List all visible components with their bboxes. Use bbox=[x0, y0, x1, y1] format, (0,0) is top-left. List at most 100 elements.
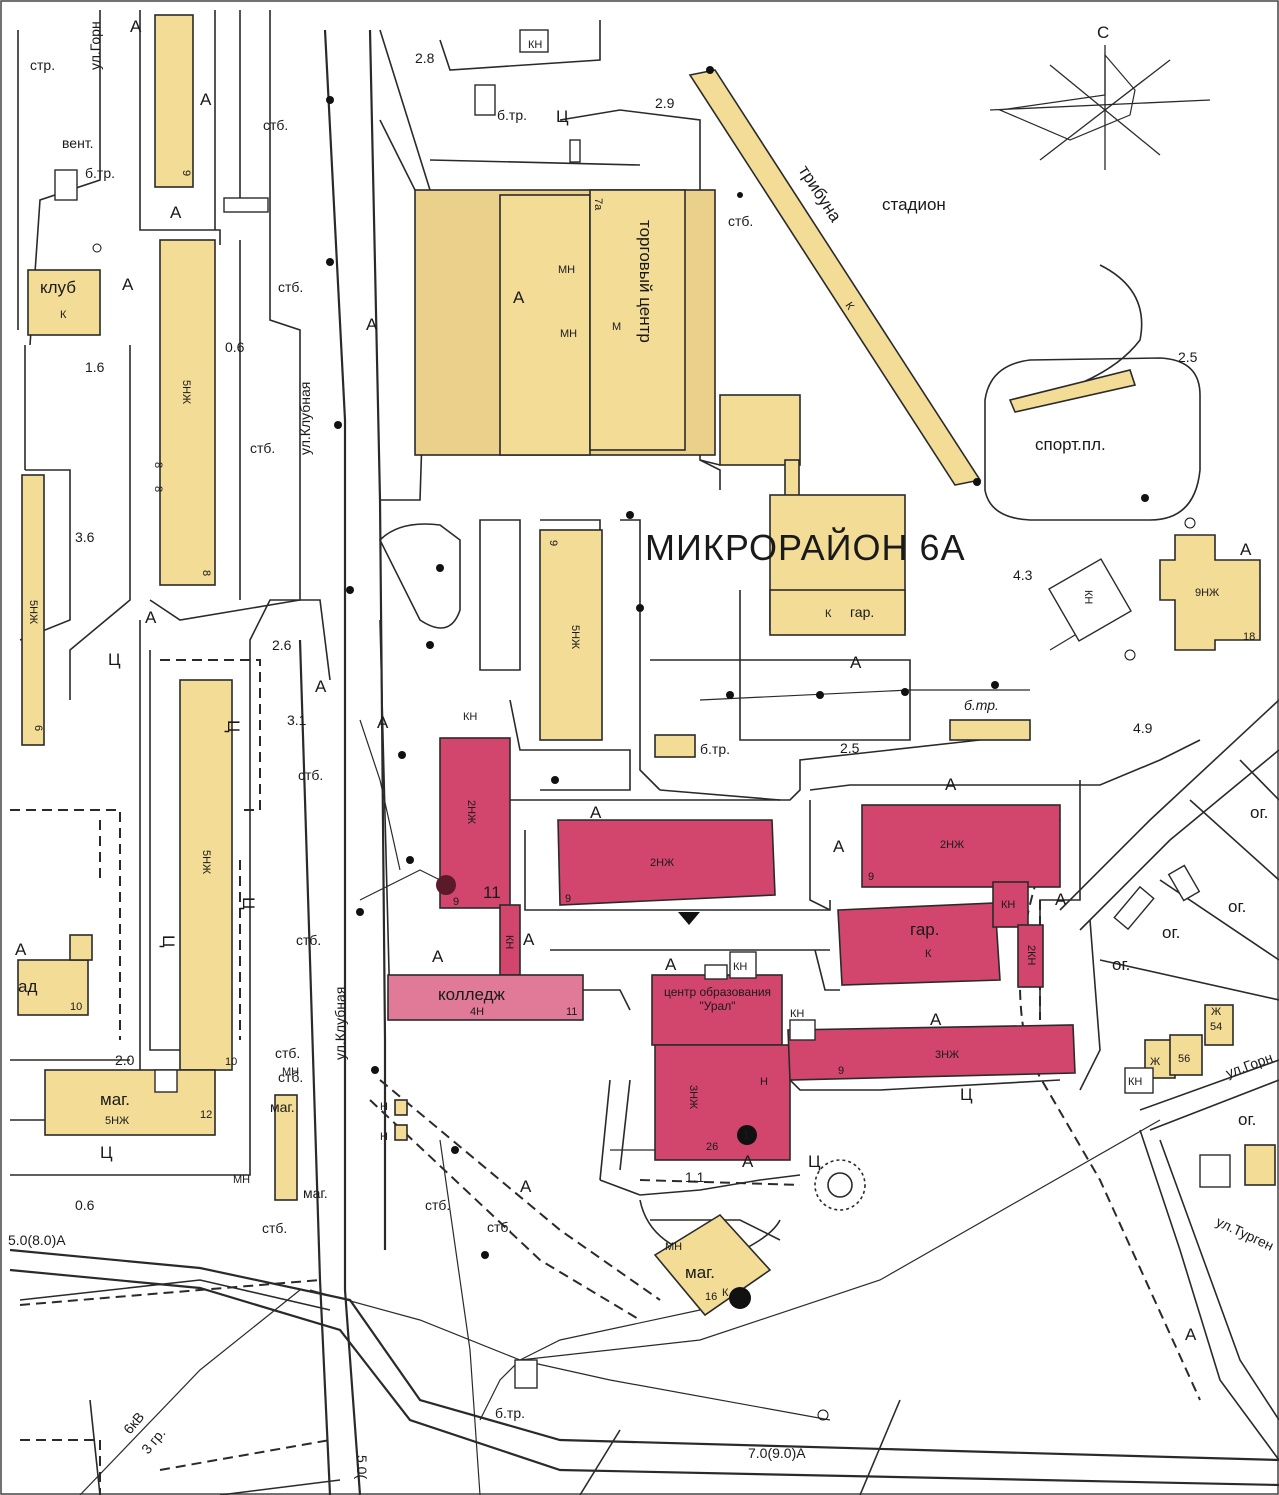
building-5nzh-long bbox=[179, 679, 233, 1071]
building-college bbox=[387, 974, 584, 1021]
og-label: ог. bbox=[1162, 923, 1180, 942]
b5nzh-mid-6: 6 bbox=[32, 725, 44, 731]
sad-label: ад bbox=[18, 977, 37, 996]
lamp-dot bbox=[326, 258, 334, 266]
lamp-dot bbox=[901, 688, 909, 696]
kn-44: КН bbox=[1128, 1076, 1142, 1088]
structure-corner bbox=[154, 1069, 178, 1093]
btr-left: б.тр. bbox=[85, 165, 115, 181]
north-label: С bbox=[1097, 23, 1109, 42]
building-5nzh-top bbox=[159, 239, 216, 586]
a-label: А bbox=[930, 1010, 942, 1029]
structure-btr-left bbox=[54, 169, 78, 201]
kiosk-1 bbox=[394, 1099, 408, 1116]
a-label: А bbox=[1055, 890, 1067, 909]
elev-29: 2.9 bbox=[655, 95, 675, 111]
ts-label: Ц bbox=[960, 1085, 973, 1104]
stb-label: стб. bbox=[298, 767, 323, 783]
elev-31: 3.1 bbox=[287, 712, 307, 728]
b5nzh-top-8b: 8 bbox=[152, 486, 164, 492]
b2nzh-right-9: 9 bbox=[868, 871, 874, 883]
kn-label: КН bbox=[463, 711, 477, 723]
district-title: МИКРОРАЙОН 6А bbox=[645, 526, 966, 568]
pole-dot bbox=[1141, 494, 1149, 502]
str-label: стр. bbox=[30, 57, 55, 73]
structure-kn-center bbox=[729, 951, 757, 979]
building-trade-inner bbox=[499, 194, 591, 456]
sport-label: спорт.пл. bbox=[1035, 435, 1106, 454]
mn-label: МН bbox=[282, 1066, 299, 1078]
structure-small bbox=[704, 964, 728, 980]
mag-bottom-16: 16 bbox=[705, 1291, 717, 1303]
stb-label: стб. bbox=[425, 1197, 450, 1213]
mag-bottom-k: К bbox=[722, 1287, 729, 1299]
center-3nzh: 3НЖ bbox=[687, 1085, 699, 1109]
college-label: колледж bbox=[438, 985, 506, 1004]
building-trade-connector bbox=[784, 459, 800, 501]
building-mag-small bbox=[274, 1094, 298, 1201]
elev-49: 4.9 bbox=[1133, 720, 1153, 736]
building-garage-right bbox=[837, 902, 1001, 986]
lamp-dot bbox=[481, 1251, 489, 1259]
elev-26: 2.6 bbox=[272, 637, 292, 653]
a-label: А bbox=[366, 315, 378, 334]
a-label: А bbox=[945, 775, 957, 794]
elev-06b: 0.6 bbox=[75, 1197, 95, 1213]
road-vert-label: 5.0( bbox=[354, 1455, 370, 1479]
building-trade-annex bbox=[719, 394, 801, 466]
mn-label: МН bbox=[233, 1174, 250, 1186]
og-label: ог. bbox=[1250, 803, 1268, 822]
kn-r1: КН bbox=[1001, 899, 1015, 911]
btr-top: б.тр. bbox=[497, 107, 527, 123]
gar-top: гар. bbox=[850, 604, 874, 620]
ts-label: Ц bbox=[239, 897, 258, 910]
college-11: 11 bbox=[566, 1006, 577, 1018]
kn-right-label: КН bbox=[1082, 590, 1094, 604]
trade-7a: 7а bbox=[592, 198, 604, 211]
n-label: Н bbox=[380, 1101, 388, 1113]
btr-bottom: б.тр. bbox=[495, 1405, 525, 1421]
trade-a: А bbox=[513, 288, 525, 307]
b5nzh-mid: 5НЖ bbox=[27, 600, 39, 624]
lamp-dot bbox=[334, 421, 342, 429]
ts-label: Ц bbox=[808, 1152, 821, 1171]
building-mag-left bbox=[44, 1069, 216, 1136]
vent-label: вент. bbox=[62, 135, 94, 151]
center-title: центр образования "Урал" bbox=[663, 985, 772, 1013]
lamp-dot bbox=[991, 681, 999, 689]
pole-dot bbox=[973, 478, 981, 486]
small-structures bbox=[54, 29, 1231, 1389]
elev-25b: 2.5 bbox=[840, 740, 860, 756]
og-label: ог. bbox=[1238, 1110, 1256, 1129]
lamp-dot bbox=[626, 511, 634, 519]
fountain-icon bbox=[827, 1172, 853, 1198]
lamp-dot bbox=[451, 1146, 459, 1154]
north-arrow-icon bbox=[989, 45, 1211, 170]
n-label: Н bbox=[380, 1131, 388, 1143]
og-label: ог. bbox=[1112, 955, 1130, 974]
ts-label: Ц bbox=[108, 650, 121, 669]
b5nzh-mid2: 5НЖ bbox=[569, 625, 581, 649]
gar-top-k: К bbox=[825, 608, 832, 620]
stb-label: стб. bbox=[487, 1219, 512, 1235]
college-4n: 4Н bbox=[470, 1006, 484, 1018]
gar-right-k: К bbox=[925, 948, 932, 960]
trade-mn2: МН bbox=[560, 328, 577, 340]
a-label: А bbox=[377, 713, 389, 732]
building-small-mn bbox=[69, 934, 93, 961]
a-label: А bbox=[523, 930, 535, 949]
b5nzh-top-9: 9 bbox=[180, 170, 192, 176]
elev-28: 2.8 bbox=[415, 50, 435, 66]
building-stand bbox=[1008, 369, 1137, 413]
a-label: А bbox=[15, 940, 27, 959]
a-label: А bbox=[200, 90, 212, 109]
trade-mn1: МН bbox=[558, 264, 575, 276]
building-left-top bbox=[154, 14, 194, 188]
a-label: А bbox=[1185, 1325, 1197, 1344]
structure-kn-top bbox=[519, 29, 549, 53]
b5nzh-long-10: 10 bbox=[225, 1056, 237, 1068]
structure-kn-3nzh bbox=[789, 1019, 816, 1041]
road-bottom-label: 7.0(9.0)А bbox=[748, 1445, 806, 1461]
residential-buildings bbox=[17, 14, 1276, 1317]
